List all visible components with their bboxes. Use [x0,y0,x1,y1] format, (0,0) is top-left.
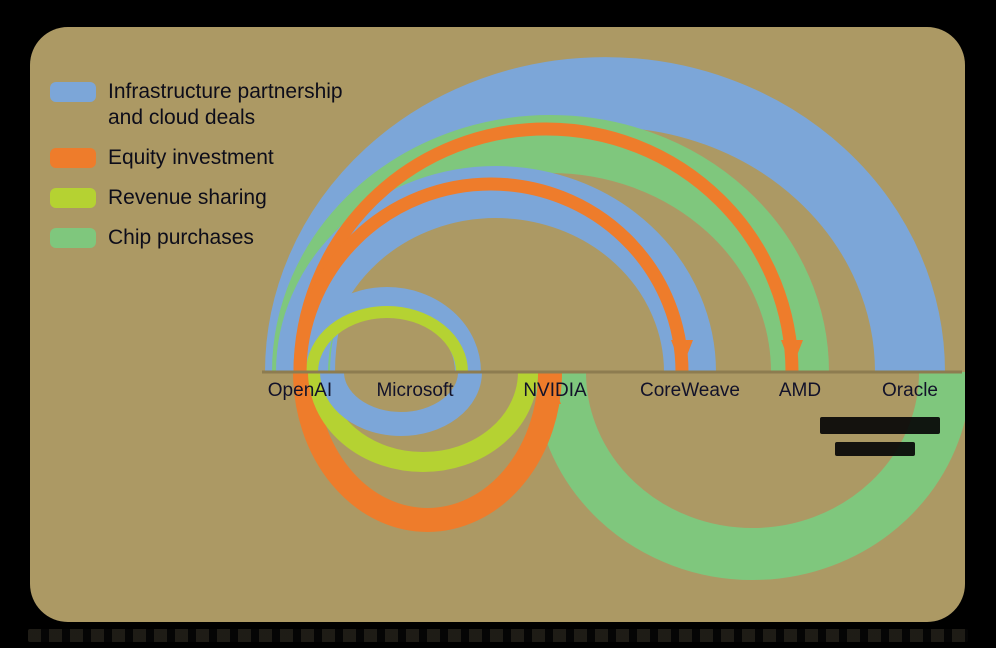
node-label-coreweave: CoreWeave [640,380,740,401]
link-OpenAI-CoreWeave-equity [293,177,689,373]
link-OpenAI-AMD-equity [293,122,799,373]
link-OpenAI-Microsoft-revenue [308,371,538,472]
arrowhead-icon [539,376,561,404]
infrastructure-swatch [50,82,96,102]
equity-swatch [50,148,96,168]
legend-label: Infrastructure partnership and cloud dea… [108,80,343,129]
caption-smudge [28,629,968,642]
link-OpenAI-Microsoft-infrastructure [320,371,482,436]
link-Oracle-NVIDIA-chips [534,371,965,580]
annotation-smudge [835,442,915,456]
link-OpenAI-NVIDIA-equity [293,371,562,532]
node-label-oracle: Oracle [882,380,938,401]
legend-label: Revenue sharing [108,186,267,209]
arrowhead-icon [671,340,693,368]
diagram-card: Infrastructure partnership and cloud dea… [30,27,965,622]
legend-item-infrastructure: Infrastructure partnership and cloud dea… [50,79,350,131]
legend-item-equity: Equity investment [50,145,350,171]
node-label-amd: AMD [778,380,822,401]
node-label-microsoft: Microsoft [376,380,454,401]
legend: Infrastructure partnership and cloud dea… [50,79,350,265]
link-OpenAI-Microsoft-infrastructure [293,287,481,373]
link-OpenAI-Microsoft-revenue [306,306,468,373]
legend-item-chips: Chip purchases [50,225,350,251]
legend-label: Equity investment [108,146,274,169]
legend-item-revenue: Revenue sharing [50,185,350,211]
arc-diagram-svg [262,57,965,580]
chips-swatch [50,228,96,248]
legend-label: Chip purchases [108,226,254,249]
node-label-openai: OpenAI [267,380,333,401]
node-label-nvidia: NVIDIA [523,380,587,401]
revenue-swatch [50,188,96,208]
annotation-smudge [820,417,940,434]
arrowhead-icon [781,340,803,368]
